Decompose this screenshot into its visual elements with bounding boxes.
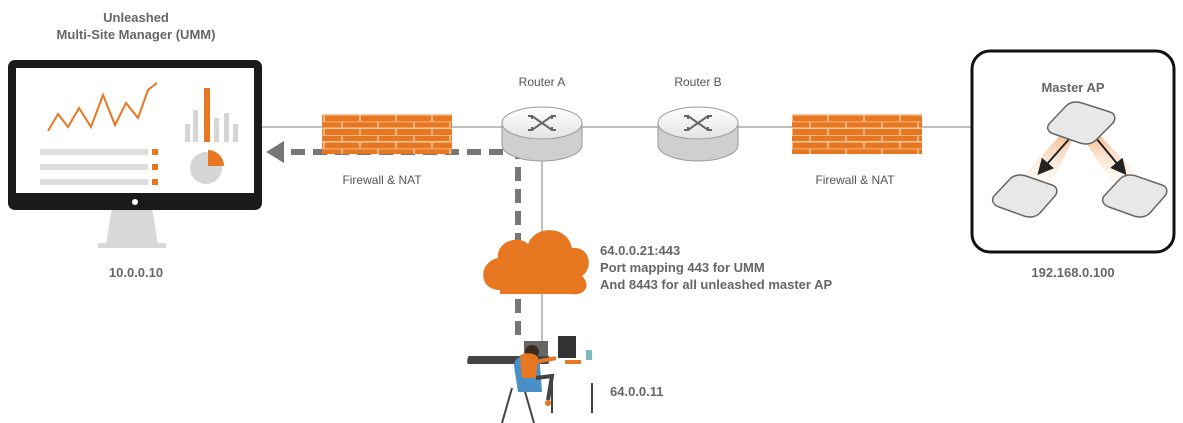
- firewall-left-icon: [322, 114, 452, 154]
- router-a-icon: [501, 106, 583, 162]
- site-ip: 192.168.0.100: [1031, 265, 1115, 280]
- cloud-detail-line2: Port mapping 443 for UMM: [600, 260, 765, 275]
- router-a-label: Router A: [518, 75, 566, 89]
- umm-title-line1: Unleashed: [103, 10, 169, 25]
- remote-user-ip: 64.0.0.11: [610, 384, 664, 399]
- router-b-icon: [657, 106, 739, 162]
- port-forward-path: [266, 141, 521, 335]
- router-b-label: Router B: [674, 75, 722, 89]
- access-point-icon: [991, 101, 1168, 218]
- firewall-right-label: Firewall & NAT: [815, 173, 895, 187]
- site-title: Master AP: [1041, 80, 1105, 95]
- umm-title-line2: Multi-Site Manager (UMM): [56, 27, 216, 42]
- network-links: [262, 126, 972, 345]
- firewall-left-label: Firewall & NAT: [342, 173, 422, 187]
- umm-ip: 10.0.0.10: [108, 265, 164, 280]
- monitor-icon: [8, 60, 262, 248]
- cloud-detail-line1: 64.0.0.21:443: [600, 243, 681, 258]
- cloud-detail-line3: And 8443 for all unleashed master AP: [600, 277, 833, 292]
- firewall-right-icon: [792, 114, 922, 154]
- person-at-desk-icon: [467, 336, 593, 423]
- cloud-icon: [483, 230, 589, 295]
